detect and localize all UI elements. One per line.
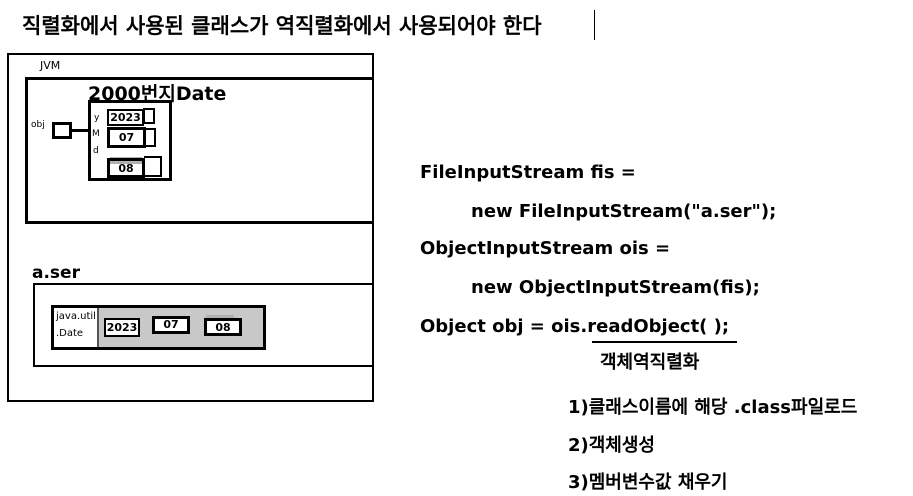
code-line-5: Object obj = ois.readObject( ); <box>420 316 730 337</box>
obj-ref-label: obj <box>31 120 45 130</box>
jvm-box <box>7 53 374 402</box>
field-label-m: M <box>92 129 100 139</box>
field-value-d: 08 <box>107 158 145 178</box>
ser-class-line2: .Date <box>56 328 84 339</box>
page-title: 직렬화에서 사용된 클래스가 역직렬화에서 사용되어야 한다 <box>22 14 542 38</box>
step-3: 3)멤버변수값 채우기 <box>568 472 728 493</box>
deserialize-heading: 객체역직렬화 <box>600 352 700 373</box>
heap-box <box>25 77 374 224</box>
code-line-4: new ObjectInputStream(fis); <box>471 277 760 298</box>
field-y-bracket <box>143 108 155 124</box>
address-label: 2000번지Date <box>88 83 227 105</box>
ser-value-y: 2023 <box>104 318 140 337</box>
obj-ref-arrow <box>72 129 89 132</box>
ser-value-d: 08 <box>204 318 242 336</box>
jvm-label: JVM <box>40 59 61 72</box>
code-line-2: new FileInputStream("a.ser"); <box>471 201 777 222</box>
ser-file-label: a.ser <box>32 263 80 283</box>
ser-class-name: java.util .Date <box>54 308 98 347</box>
code-line-1: FileInputStream fis = <box>420 162 636 183</box>
text-cursor <box>594 10 595 40</box>
ser-file-box <box>33 283 374 367</box>
step-2: 2)객체생성 <box>568 435 655 456</box>
field-label-y: y <box>94 113 100 123</box>
code-line-3: ObjectInputStream ois = <box>420 238 671 259</box>
ser-divider <box>97 308 99 347</box>
read-object-underline <box>592 341 737 343</box>
step-1: 1)클래스이름에 해당 .class파일로드 <box>568 397 858 418</box>
obj-ref-box <box>52 122 72 139</box>
date-object-box <box>88 100 172 181</box>
field-label-d: d <box>93 146 99 156</box>
ser-class-line1: java.util <box>56 311 96 322</box>
field-m-bracket <box>146 128 156 147</box>
field-value-m: 07 <box>107 127 146 148</box>
ser-value-m: 07 <box>152 316 190 334</box>
field-d-bracket <box>144 156 162 177</box>
field-value-y: 2023 <box>107 109 144 126</box>
